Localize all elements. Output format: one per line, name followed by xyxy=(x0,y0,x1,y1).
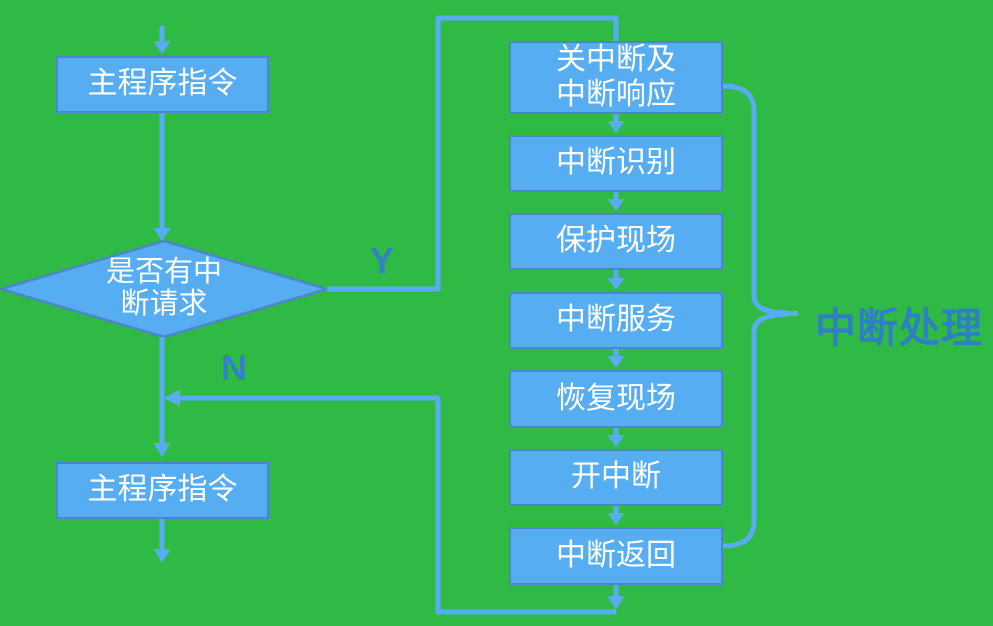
step-enable-interrupt-label: 开中断 xyxy=(571,460,661,494)
step-disable-interrupt-line2: 中断响应 xyxy=(556,77,676,111)
step-box-interrupt-return: 中断返回 xyxy=(509,527,723,585)
step1-to-step2-arrowhead-icon xyxy=(607,121,625,133)
decision-label-line1: 是否有中 xyxy=(105,256,222,288)
step-box-interrupt-identify: 中断识别 xyxy=(509,135,723,192)
exit-arrowhead-icon xyxy=(153,549,171,563)
return-left-arrowhead-icon xyxy=(164,389,180,407)
step-disable-interrupt-line1: 关中断及 xyxy=(556,43,676,77)
step3-to-step4-arrowhead-icon xyxy=(607,278,625,290)
step-interrupt-return-label: 中断返回 xyxy=(556,538,676,572)
main-bottom-entry-arrowhead-icon xyxy=(153,443,171,457)
yes-branch-label: Y xyxy=(369,240,394,281)
main-program-box-bottom: 主程序指令 xyxy=(56,462,269,519)
step4-to-step5-arrowhead-icon xyxy=(607,356,625,368)
decision-entry-arrowhead-icon xyxy=(153,228,171,241)
main-program-top-label: 主程序指令 xyxy=(87,67,238,101)
step-box-restore-context: 恢复现场 xyxy=(509,370,723,428)
return-down-arrowhead-icon xyxy=(607,596,625,610)
decision-diamond-label: 是否有中 断请求 xyxy=(84,256,244,321)
yes-branch-line xyxy=(327,15,619,292)
step5-to-step6-arrowhead-icon xyxy=(607,435,625,447)
step-save-context-label: 保护现场 xyxy=(556,224,676,258)
brace-label-interrupt-handling: 中断处理 xyxy=(815,305,983,351)
decision-label-line2: 断请求 xyxy=(120,288,208,321)
start-arrowhead-icon xyxy=(153,41,171,54)
step6-to-step7-arrowhead-icon xyxy=(607,513,625,525)
step-box-enable-interrupt: 开中断 xyxy=(509,449,723,506)
step-box-interrupt-service: 中断服务 xyxy=(509,292,723,349)
step-interrupt-service-label: 中断服务 xyxy=(556,303,676,337)
step-interrupt-identify-label: 中断识别 xyxy=(556,146,676,180)
return-line xyxy=(180,395,616,615)
step-box-save-context: 保护现场 xyxy=(509,213,723,270)
main-program-bottom-label: 主程序指令 xyxy=(87,473,238,507)
step-box-disable-interrupt: 关中断及 中断响应 xyxy=(509,41,723,114)
step-restore-context-label: 恢复现场 xyxy=(556,381,676,415)
main-program-box-top: 主程序指令 xyxy=(56,56,269,113)
no-branch-label: N xyxy=(221,347,247,388)
curly-brace xyxy=(720,83,799,549)
step2-to-step3-arrowhead-icon xyxy=(607,199,625,211)
